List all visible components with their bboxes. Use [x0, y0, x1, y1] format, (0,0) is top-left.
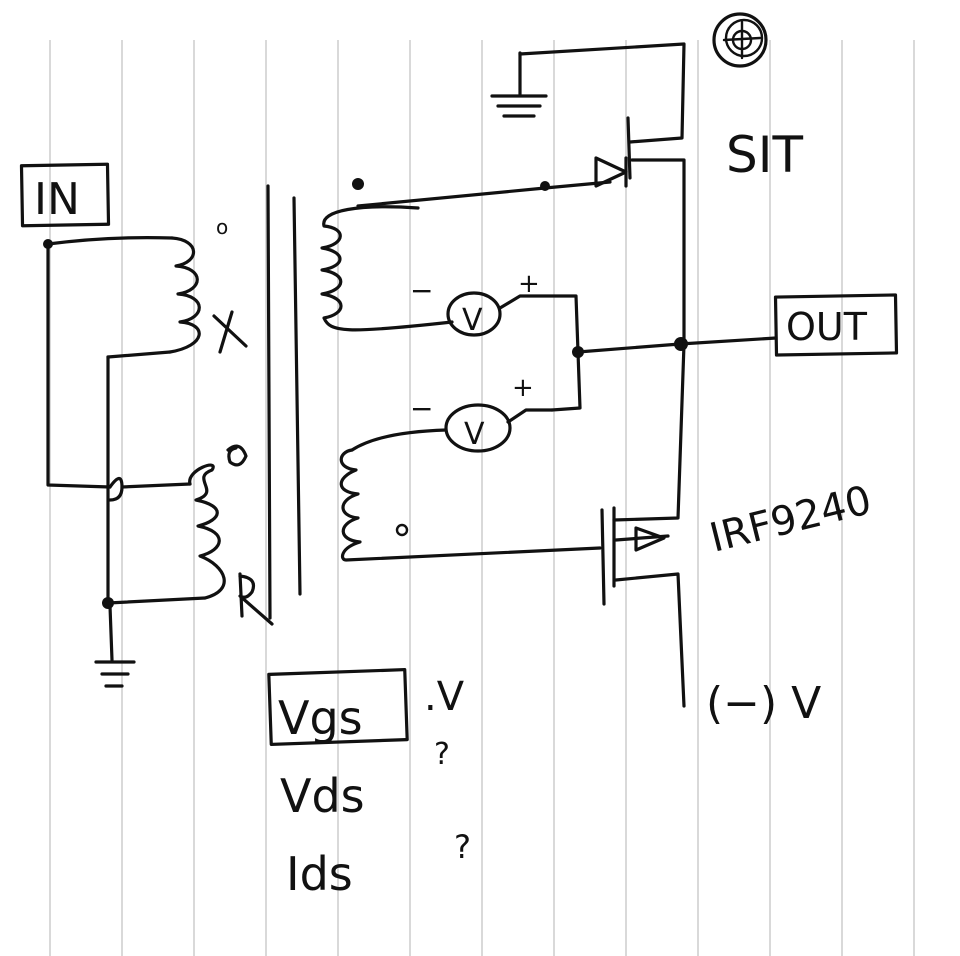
voltmeter-upper-label: V [462, 303, 483, 338]
primary-marks: o [212, 215, 274, 626]
primary-coil-upper [168, 236, 201, 354]
secondary-coil-lower [339, 448, 602, 562]
negative-supply-label: (−) V [706, 678, 821, 729]
svg-text:−: − [410, 392, 433, 425]
sit-transistor: SIT [518, 42, 803, 346]
output-terminal: OUT [773, 293, 899, 357]
ruled-lines [49, 40, 915, 956]
input-wiring [43, 236, 207, 662]
measurement-table: Vgs .V Vds ? Ids ? [267, 668, 471, 901]
svg-text:−: − [410, 274, 433, 307]
input-terminal: IN [19, 162, 111, 228]
svg-text:+: + [518, 269, 540, 299]
row-ids-value: ? [454, 828, 471, 866]
transformer-core [266, 184, 302, 620]
ground-top-icon [490, 51, 548, 118]
out-label: OUT [786, 305, 868, 349]
sit-label: SIT [726, 126, 803, 184]
ground-left-icon [94, 660, 136, 688]
mosfet-irf9240: IRF9240 (−) V [600, 342, 876, 729]
primary-coil-lower [188, 463, 226, 600]
voltmeter-lower-label: V [464, 417, 485, 452]
voltmeter-upper: V − + [410, 269, 582, 412]
in-label: IN [34, 174, 80, 225]
plus-supply-icon [712, 12, 768, 68]
svg-text:o: o [216, 215, 228, 239]
part-number-label: IRF9240 [705, 477, 876, 561]
row-vgs-name: Vgs [278, 691, 363, 745]
row-vds-name: Vds [280, 769, 365, 823]
voltmeter-lower: V − + [350, 373, 554, 453]
row-vds-value: ? [434, 737, 450, 772]
row-ids-name: Ids [286, 847, 353, 901]
output-node [572, 336, 778, 358]
secondary-coil-upper [320, 178, 612, 332]
svg-text:+: + [512, 373, 534, 403]
row-vgs-value: .V [424, 674, 465, 720]
